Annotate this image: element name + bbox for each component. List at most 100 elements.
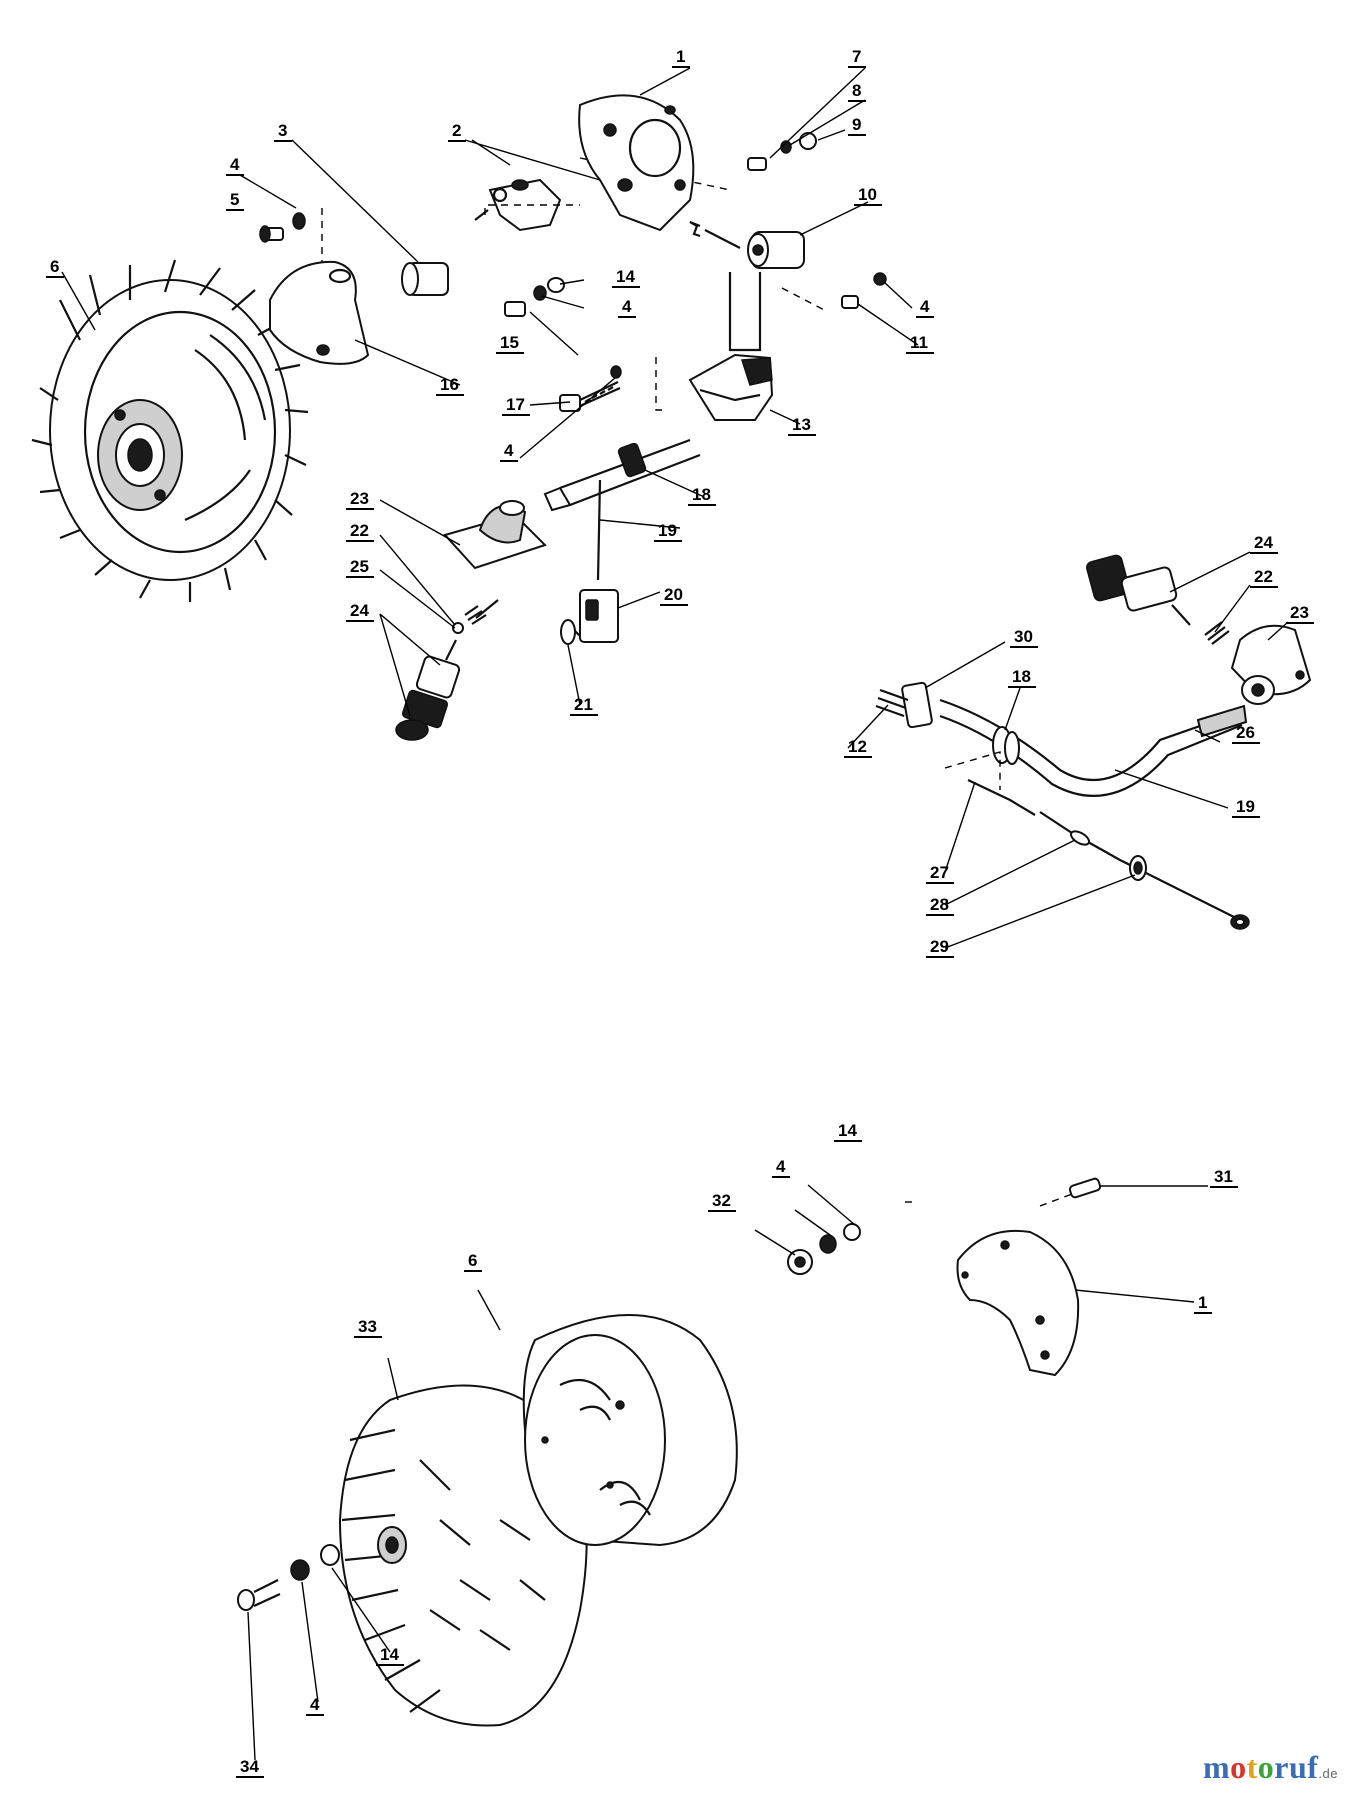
clip-part-25 (452, 622, 464, 634)
screw-part-7 (747, 157, 767, 171)
callout-number: 4 (230, 155, 240, 174)
callout-number: 18 (1012, 667, 1031, 686)
cover-part-16 (269, 260, 370, 365)
callout-l6: 6 (464, 1251, 482, 1272)
lower-leaders (247, 1184, 1208, 1761)
boot-part-r23 (1230, 624, 1312, 705)
washer-part-l4a (819, 1234, 837, 1254)
clip-part-u (689, 221, 701, 238)
spring-part-22 (464, 599, 499, 625)
callout-r30: 30 (1010, 627, 1038, 648)
grommet-part-r30 (875, 681, 933, 729)
callout-number: 27 (930, 863, 949, 882)
right-leaders (847, 551, 1289, 949)
connector-part-10 (728, 231, 805, 352)
callout-u13: 13 (788, 415, 816, 436)
callout-number: 19 (658, 521, 677, 540)
upper-leaders (61, 67, 919, 717)
callout-u18: 18 (688, 485, 716, 506)
callout-number: 19 (1236, 797, 1255, 816)
backplate-part-l1 (956, 1229, 1080, 1377)
callout-number: 14 (380, 1645, 399, 1664)
washer-part-l4b (290, 1559, 310, 1581)
boot-part-23 (443, 500, 547, 570)
washer-part-9 (799, 132, 817, 150)
washer-part-4d (610, 365, 622, 379)
callout-u6: 6 (46, 257, 64, 278)
callout-u16: 16 (436, 375, 464, 396)
callout-number: 3 (278, 121, 287, 140)
callout-number: 5 (230, 190, 239, 209)
callout-number: 4 (776, 1157, 786, 1176)
callout-u20: 20 (660, 585, 688, 606)
watermark-letter: o (1230, 1749, 1247, 1785)
watermark-letter: ruf (1274, 1749, 1319, 1785)
callout-r27: 27 (926, 863, 954, 884)
callout-number: 20 (664, 585, 683, 604)
washer-part-4 (292, 212, 306, 230)
callout-number: 25 (350, 557, 369, 576)
callout-l14a: 14 (834, 1121, 862, 1142)
callout-r12: 12 (844, 737, 872, 758)
callout-u4a: 4 (226, 155, 244, 176)
callout-number: 16 (440, 375, 459, 394)
callout-r23: 23 (1286, 603, 1314, 624)
watermark-letter: o (1257, 1749, 1275, 1785)
pin-part-l31 (1039, 1177, 1102, 1207)
bolt-part-l34 (237, 1579, 281, 1611)
callout-r22: 22 (1250, 567, 1278, 588)
callout-u2: 2 (448, 121, 466, 142)
callout-number: 12 (848, 737, 867, 756)
eyelet-part-r29 (1230, 914, 1250, 930)
callout-number: 14 (616, 267, 635, 286)
callout-l31: 31 (1210, 1167, 1238, 1188)
callout-r26: 26 (1232, 723, 1260, 744)
callout-number: 11 (910, 333, 928, 352)
callout-l1: 1 (1194, 1293, 1212, 1314)
bolt-part-5 (259, 225, 284, 243)
callout-number: 6 (468, 1251, 477, 1270)
callout-u10: 10 (854, 185, 882, 206)
points-part-2 (474, 178, 562, 232)
callout-u11: 11 (906, 333, 934, 354)
callout-r24: 24 (1250, 533, 1278, 554)
callout-u24: 24 (346, 601, 374, 622)
callout-number: 4 (504, 441, 514, 460)
callout-number: 10 (858, 185, 877, 204)
washer-part-l14b (320, 1544, 340, 1566)
callout-number: 31 (1214, 1167, 1233, 1186)
wire-part-r28 (1039, 811, 1241, 921)
callout-number: 33 (358, 1317, 377, 1336)
washer-part-l14a (843, 1223, 861, 1241)
callout-u21: 21 (570, 695, 598, 716)
backplate-part-1 (578, 94, 695, 232)
callout-l33: 33 (354, 1317, 382, 1338)
callout-number: 29 (930, 937, 949, 956)
watermark-logo: motoruf.de (1203, 1749, 1338, 1786)
watermark-suffix: .de (1318, 1766, 1338, 1781)
washer-part-14 (547, 277, 565, 293)
callout-number: 4 (310, 1695, 320, 1714)
callout-u8: 8 (848, 81, 866, 102)
callout-number: 13 (792, 415, 811, 434)
callout-u4b: 4 (618, 297, 636, 318)
callout-u14: 14 (612, 267, 640, 288)
watermark-letter: m (1202, 1749, 1231, 1785)
callout-number: 15 (500, 333, 519, 352)
callout-l32: 32 (708, 1191, 736, 1212)
washer-part-4b (533, 285, 547, 301)
lead-part-r19 (939, 698, 1248, 797)
callout-number: 1 (676, 47, 685, 66)
bushing-part-3 (401, 262, 449, 296)
callout-number: 17 (506, 395, 525, 414)
callout-u9: 9 (848, 115, 866, 136)
callout-u23: 23 (346, 489, 374, 510)
grommet-part-r18 (992, 726, 1020, 765)
callout-number: 7 (852, 47, 861, 66)
callout-u4c: 4 (916, 297, 934, 318)
watermark-letter: t (1246, 1749, 1258, 1785)
lead-part-19 (543, 438, 701, 581)
bracket-part-r27 (944, 751, 1036, 816)
